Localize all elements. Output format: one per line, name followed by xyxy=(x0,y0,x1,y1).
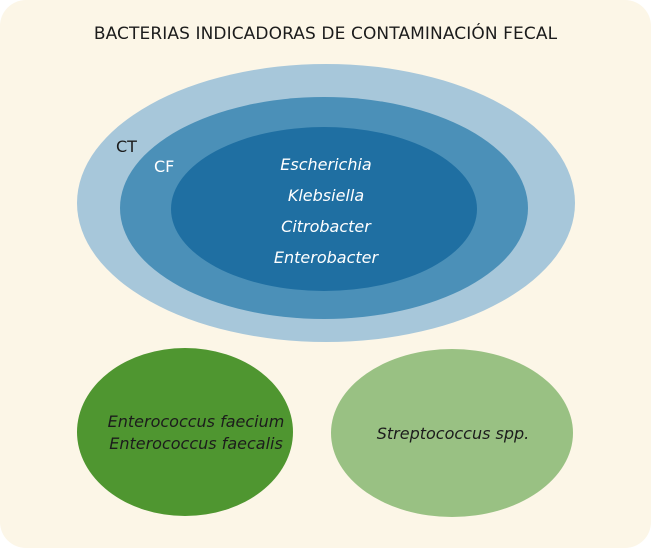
enterococcus-faecium-label: Enterococcus faecium xyxy=(108,412,285,431)
cf-label: CF xyxy=(154,157,174,176)
diagram-title: BACTERIAS INDICADORAS DE CONTAMINACIÓN F… xyxy=(93,24,558,44)
enterococcus-faecalis-label: Enterococcus faecalis xyxy=(109,434,283,453)
enterococcus-ellipse xyxy=(77,348,293,516)
ct-label: CT xyxy=(116,137,137,156)
genus-escherichia: Escherichia xyxy=(280,155,371,174)
genus-enterobacter: Enterobacter xyxy=(274,248,380,267)
streptococcus-label: Streptococcus spp. xyxy=(377,424,530,443)
inner-ellipse xyxy=(171,127,477,291)
streptococcus-ellipse xyxy=(331,349,573,517)
genus-citrobacter: Citrobacter xyxy=(281,217,372,236)
genus-klebsiella: Klebsiella xyxy=(288,186,364,205)
